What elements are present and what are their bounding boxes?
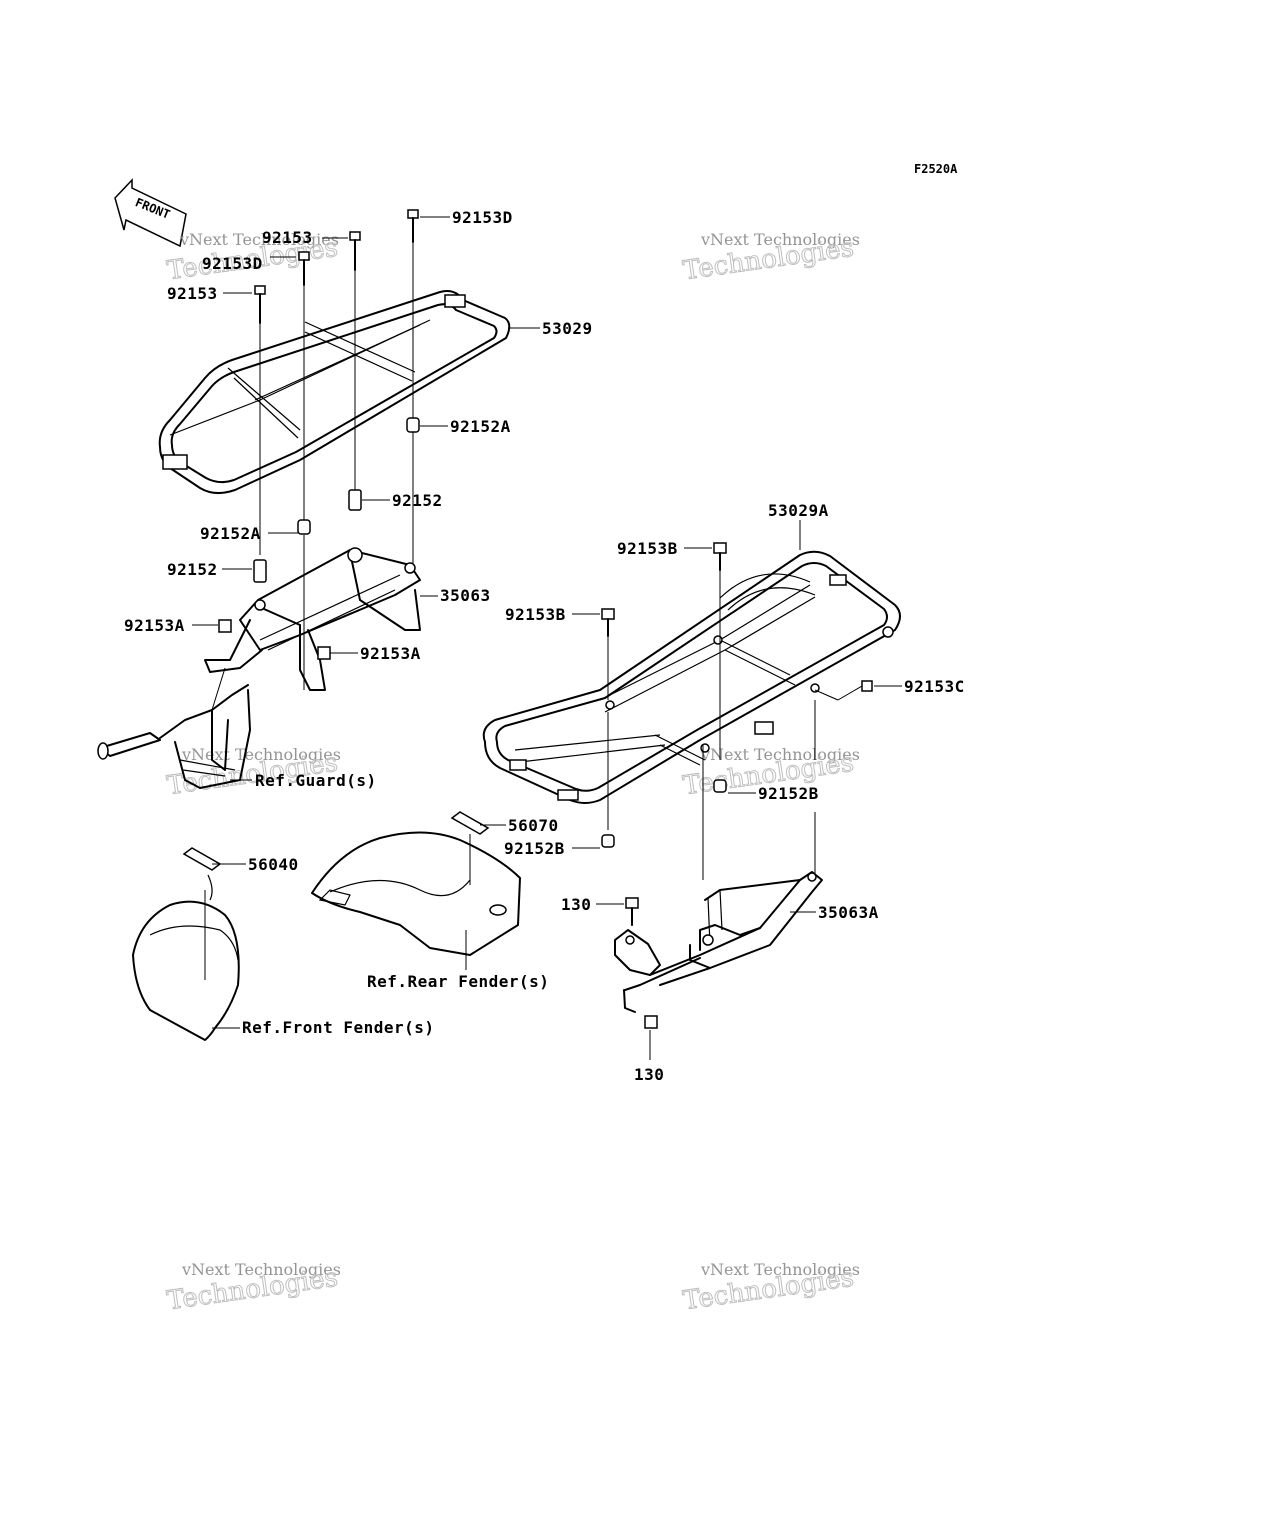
watermark-text: vNext Technologies xyxy=(700,230,860,249)
rear-carrier-53029A xyxy=(482,550,901,804)
watermark-text: vNext Technologies xyxy=(700,1260,860,1279)
callout-35063: 35063 xyxy=(440,586,491,605)
callout-92153A: 92153A xyxy=(124,616,185,635)
bolt-icon xyxy=(601,542,873,692)
callout-92153D: 92153D xyxy=(202,254,263,273)
watermark-text: vNext Technologies xyxy=(179,230,339,249)
callout-92152: 92152 xyxy=(167,560,218,579)
callout-35063A: 35063A xyxy=(818,903,879,922)
callout-labels: 92153D 92153 92153D 92153 53029 92152A 9… xyxy=(124,208,965,1084)
callout-92153: 92153 xyxy=(262,228,313,247)
callout-92153C: 92153C xyxy=(904,677,965,696)
callout-92152A: 92152A xyxy=(450,417,511,436)
watermark-text: vNext Technologies xyxy=(181,745,341,764)
decal-56040 xyxy=(182,847,222,871)
callout-56040: 56040 xyxy=(248,855,299,874)
callout-92152B: 92152B xyxy=(758,784,819,803)
watermark-text: vNext Technologies xyxy=(181,1260,341,1279)
leader-lines xyxy=(192,216,902,1029)
collar-icon xyxy=(601,779,727,848)
guide-lines xyxy=(607,570,863,1060)
callout-92153B: 92153B xyxy=(505,605,566,624)
callout-92152: 92152 xyxy=(392,491,443,510)
rear-fender-reference xyxy=(311,831,521,970)
collar-icon xyxy=(253,417,420,583)
diagram-code: F2520A xyxy=(914,162,958,176)
front-arrow-icon: FRONT xyxy=(114,178,187,248)
ref-guard-label: Ref.Guard(s) xyxy=(255,771,377,790)
callout-92153B: 92153B xyxy=(617,539,678,558)
callout-53029A: 53029A xyxy=(768,501,829,520)
callout-92153: 92153 xyxy=(167,284,218,303)
callout-53029: 53029 xyxy=(542,319,593,338)
front-bracket-35063 xyxy=(204,547,421,691)
rear-bracket-35063A xyxy=(614,871,823,1013)
callout-130: 130 xyxy=(634,1065,664,1084)
callout-92152B: 92152B xyxy=(504,839,565,858)
bolt-icon xyxy=(625,897,658,1029)
ref-rear-fender-label: Ref.Rear Fender(s) xyxy=(367,972,549,991)
callout-130: 130 xyxy=(561,895,591,914)
front-fender-reference xyxy=(132,874,240,1041)
ref-front-fender-label: Ref.Front Fender(s) xyxy=(242,1018,435,1037)
callout-92153A: 92153A xyxy=(360,644,421,663)
guide-lines xyxy=(259,242,414,690)
watermark-text: vNext Technologies xyxy=(700,745,860,764)
guard-reference xyxy=(97,667,251,789)
callout-56070: 56070 xyxy=(508,816,559,835)
callout-92153D: 92153D xyxy=(452,208,513,227)
decal-56070 xyxy=(450,811,490,885)
bolt-icon xyxy=(254,209,419,324)
callout-92152A: 92152A xyxy=(200,524,261,543)
front-carrier-53029 xyxy=(158,290,511,494)
nut-icon xyxy=(218,619,331,660)
